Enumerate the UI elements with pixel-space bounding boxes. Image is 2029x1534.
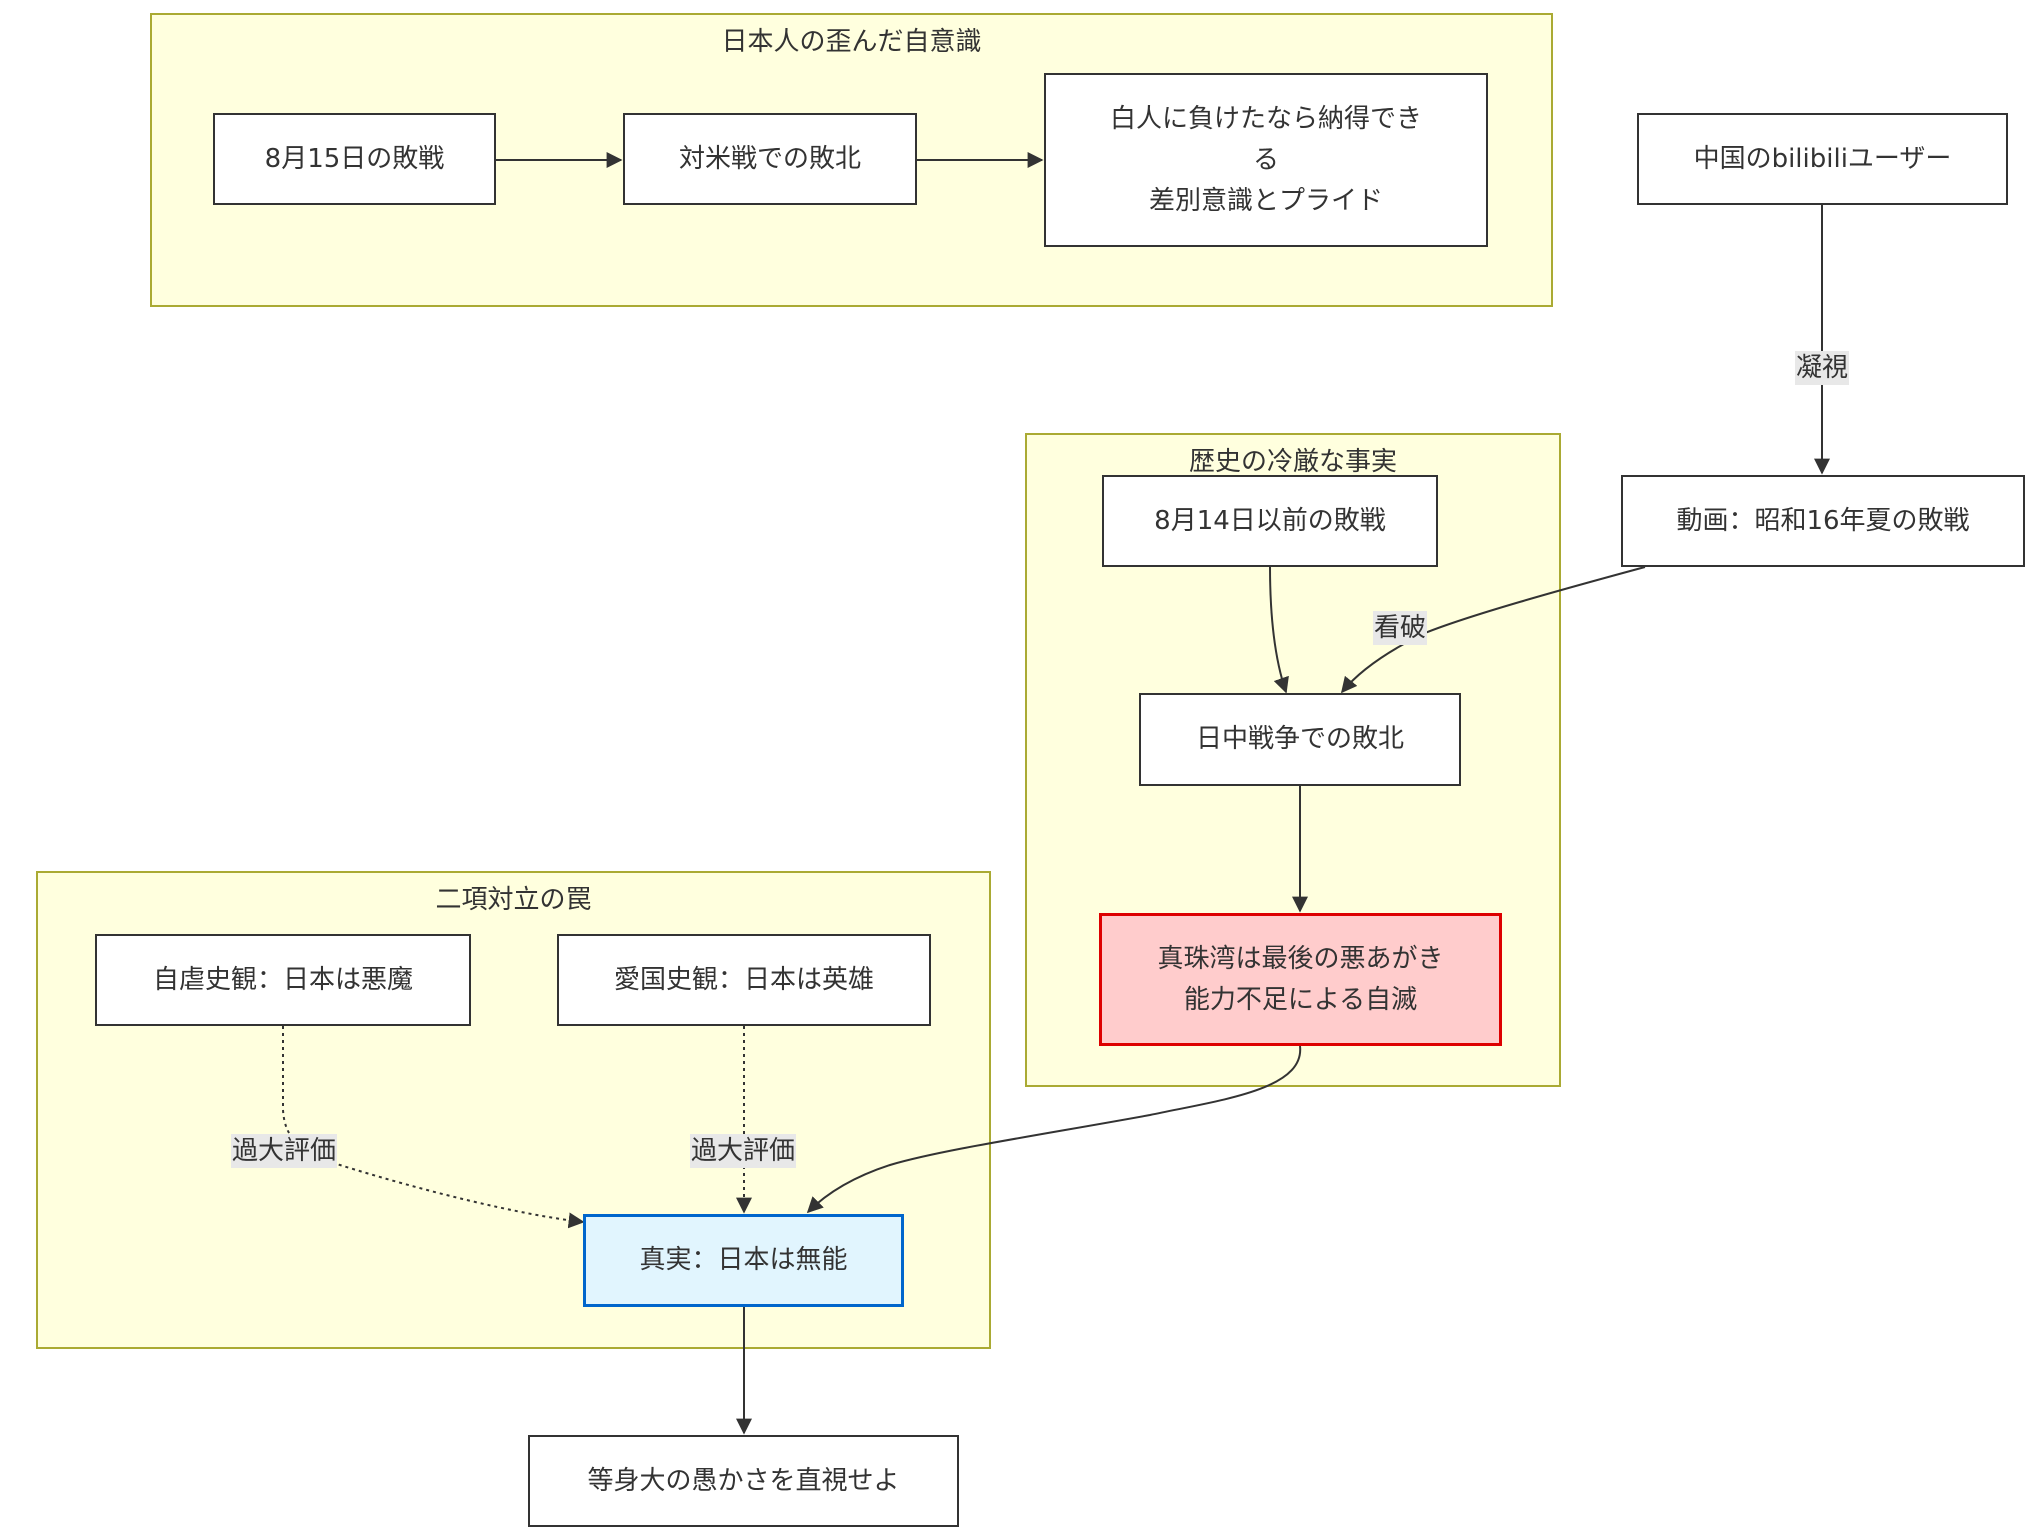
node-patriotic-view[interactable]: 愛国史観：日本は英雄 [557, 934, 931, 1026]
node-masochistic-view[interactable]: 自虐史観：日本は悪魔 [95, 934, 471, 1026]
node-face-foolishness[interactable]: 等身大の愚かさを直視せよ [528, 1435, 959, 1527]
edge-label-overrate: 過大評価 [689, 1134, 797, 1168]
edge-label-gaze: 凝視 [1794, 351, 1850, 385]
node-aug15-defeat[interactable]: 8月15日の敗戦 [213, 113, 496, 205]
edge-label-see-through: 看破 [1372, 611, 1428, 645]
edge-before-aug14-to-china-defeat [1269, 566, 1289, 694]
node-us-defeat[interactable]: 対米戦での敗北 [623, 113, 917, 205]
node-pearl-harbor[interactable]: 真珠湾は最後の悪あがき 能力不足による自滅 [1099, 913, 1502, 1046]
node-video[interactable]: 動画：昭和16年夏の敗戦 [1621, 475, 2025, 567]
node-white-pride[interactable]: 白人に負けたなら納得でき る 差別意識とプライド [1044, 73, 1488, 247]
edge-pearl-harbor-to-truth [806, 1045, 1302, 1214]
edge-video-to-china-defeat [1340, 566, 1646, 694]
cluster-title: 二項対立の罠 [435, 885, 592, 915]
node-truth[interactable]: 真実：日本は無能 [583, 1214, 904, 1307]
node-china-war-defeat[interactable]: 日中戦争での敗北 [1139, 693, 1461, 786]
node-bilibili-user[interactable]: 中国のbilibiliユーザー [1637, 113, 2008, 205]
edge-masochistic-to-truth [282, 1026, 585, 1229]
cluster-title: 歴史の冷厳な事実 [1188, 447, 1397, 477]
edge-label-overrate: 過大評価 [230, 1134, 338, 1168]
cluster-title: 日本人の歪んだ自意識 [721, 27, 982, 57]
node-before-aug14-defeat[interactable]: 8月14日以前の敗戦 [1102, 475, 1438, 567]
